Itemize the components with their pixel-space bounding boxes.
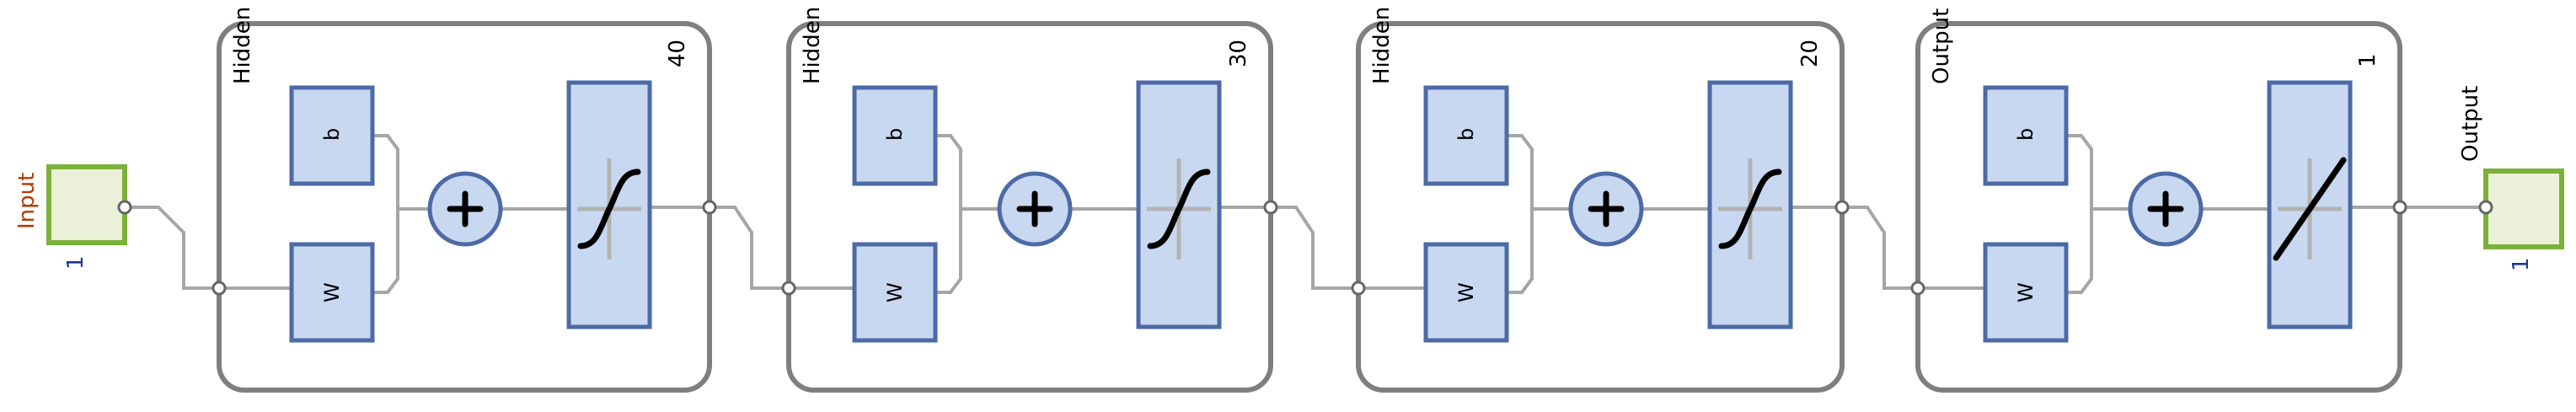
- bias-block: [1423, 85, 1509, 186]
- bias-weight-merge: [372, 134, 399, 294]
- input-node: Input 1: [14, 164, 132, 270]
- weight-label: W: [883, 282, 907, 302]
- connector-layer-2-to-3: [1271, 206, 1358, 290]
- layer-name: Hidden 3: [1369, 0, 1395, 84]
- weight-block: [852, 242, 938, 343]
- layer-size: 40: [665, 40, 690, 67]
- plus-icon: [427, 171, 503, 247]
- output-size: 1: [2509, 257, 2534, 271]
- plus-icon: [997, 171, 1073, 247]
- bias-label: b: [1454, 128, 1478, 141]
- plus-icon: [2128, 171, 2204, 247]
- connector-layer-1-to-2: [710, 206, 789, 290]
- output-port: [2478, 200, 2493, 215]
- bias-block: [289, 85, 375, 186]
- weight-label: W: [320, 282, 344, 302]
- weight-label: W: [1454, 282, 1478, 302]
- layer-output-port: [702, 200, 717, 215]
- connections: [125, 206, 2486, 290]
- output-node: Output 1: [2458, 86, 2564, 271]
- bias-weight-merge: [1507, 134, 1534, 294]
- input-label: Input: [14, 173, 40, 229]
- output-box: [2483, 169, 2564, 249]
- layer-2: Hidden 2 30 bW: [781, 0, 1278, 393]
- layer-4: Output 1 bW: [1910, 8, 2407, 393]
- sigmoid-curve-icon: [577, 158, 641, 260]
- layer-size: 30: [1226, 40, 1251, 67]
- bias-label: b: [320, 128, 344, 141]
- connector-input-hidden-1: [125, 206, 219, 290]
- linear-line-icon: [2273, 157, 2347, 261]
- plus-icon: [1568, 171, 1644, 247]
- output-label: Output: [2458, 86, 2483, 162]
- weight-label: W: [2014, 282, 2038, 302]
- layer-name: Output: [1929, 8, 1954, 84]
- bias-label: b: [883, 128, 907, 141]
- weight-block: [1983, 242, 2069, 343]
- layer-output-port: [1834, 200, 1850, 215]
- layer-name: Hidden 1: [230, 0, 255, 84]
- weight-block: [1423, 242, 1509, 343]
- layer-input-port: [1351, 281, 1366, 296]
- bias-label: b: [2014, 128, 2038, 141]
- layer-input-port: [1910, 281, 1925, 296]
- weight-block: [289, 242, 375, 343]
- bias-weight-merge: [2066, 134, 2093, 294]
- layer-input-port: [781, 281, 796, 296]
- input-size: 1: [63, 255, 88, 270]
- layer-name: Hidden 2: [800, 0, 825, 84]
- sigmoid-curve-icon: [1147, 158, 1211, 260]
- layer-size: 1: [2355, 53, 2381, 67]
- layer-input-port: [212, 281, 227, 296]
- connector-layer-3-to-4: [1842, 206, 1918, 290]
- layer-output-port: [2392, 200, 2407, 215]
- layer-3: Hidden 3 20 bW: [1351, 0, 1850, 393]
- bias-block: [852, 85, 938, 186]
- layer-1: Hidden 1 40 bW: [212, 0, 717, 393]
- layer-output-port: [1263, 200, 1278, 215]
- sigmoid-curve-icon: [1718, 158, 1782, 260]
- bias-weight-merge: [935, 134, 962, 294]
- layer-size: 20: [1797, 40, 1823, 67]
- bias-block: [1983, 85, 2069, 186]
- input-box: [46, 164, 127, 245]
- input-port: [117, 200, 132, 215]
